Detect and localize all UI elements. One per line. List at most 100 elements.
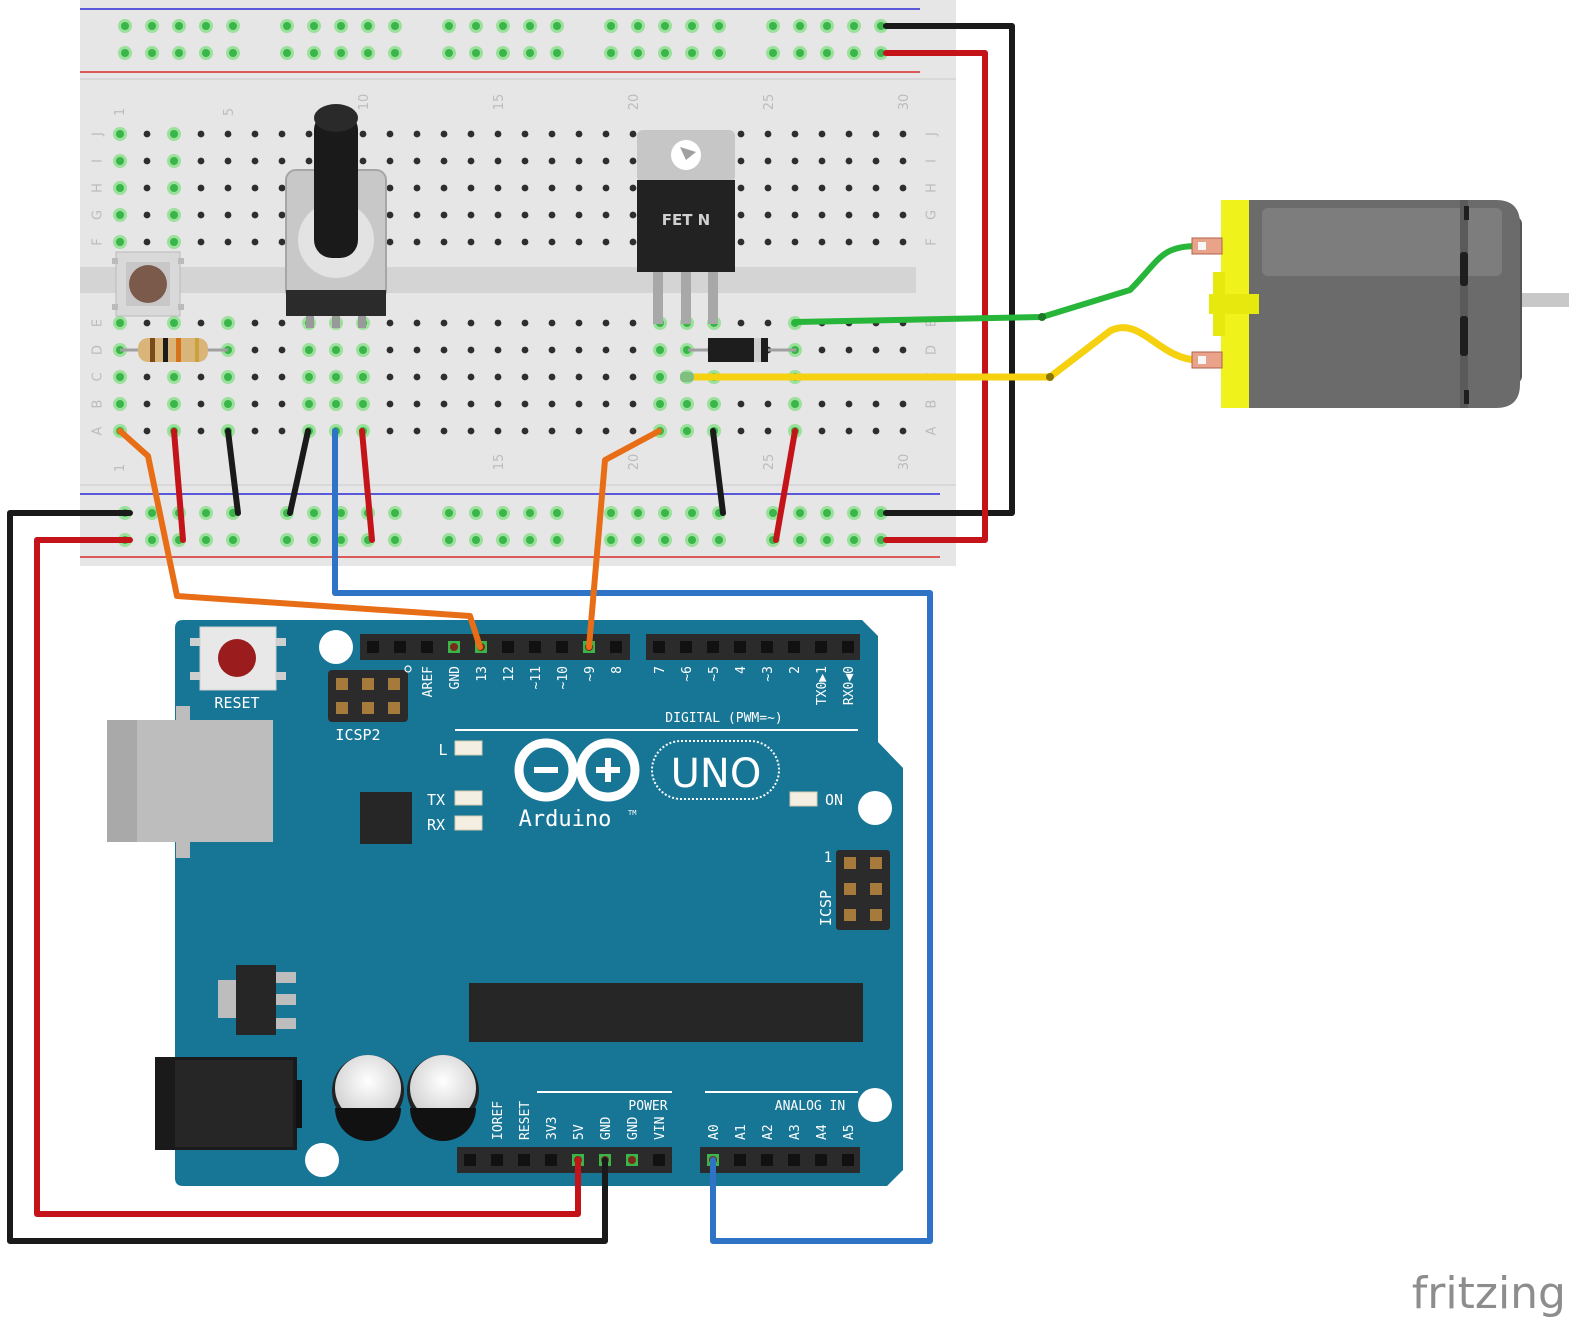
breadboard-hole[interactable] xyxy=(764,157,772,165)
rail-hole[interactable] xyxy=(175,49,183,57)
breadboard-hole[interactable] xyxy=(791,130,799,138)
rail-hole[interactable] xyxy=(391,509,399,517)
breadboard-hole[interactable] xyxy=(278,319,286,327)
breadboard-hole[interactable] xyxy=(575,373,583,381)
header-pin[interactable] xyxy=(421,641,433,653)
breadboard-hole[interactable] xyxy=(278,130,286,138)
rail-hole[interactable] xyxy=(661,49,669,57)
breadboard-hole[interactable] xyxy=(845,157,853,165)
breadboard-hole[interactable] xyxy=(332,373,340,381)
breadboard-hole[interactable] xyxy=(359,373,367,381)
breadboard-hole[interactable] xyxy=(413,157,421,165)
breadboard-hole[interactable] xyxy=(197,373,205,381)
breadboard-hole[interactable] xyxy=(467,211,475,219)
rail-hole[interactable] xyxy=(661,536,669,544)
breadboard-hole[interactable] xyxy=(278,346,286,354)
breadboard-hole[interactable] xyxy=(197,157,205,165)
rail-hole[interactable] xyxy=(553,22,561,30)
breadboard-hole[interactable] xyxy=(899,211,907,219)
rail-hole[interactable] xyxy=(634,22,642,30)
breadboard-hole[interactable] xyxy=(143,238,151,246)
rail-hole[interactable] xyxy=(121,22,129,30)
breadboard-hole[interactable] xyxy=(494,184,502,192)
breadboard-hole[interactable] xyxy=(197,400,205,408)
rail-hole[interactable] xyxy=(229,22,237,30)
rail-hole[interactable] xyxy=(472,22,480,30)
rail-hole[interactable] xyxy=(715,49,723,57)
breadboard-hole[interactable] xyxy=(251,400,259,408)
breadboard-hole[interactable] xyxy=(818,400,826,408)
potentiometer-knob[interactable] xyxy=(314,112,358,258)
breadboard-hole[interactable] xyxy=(251,157,259,165)
header-pin[interactable] xyxy=(653,1154,665,1166)
header-pin[interactable] xyxy=(502,641,514,653)
breadboard-hole[interactable] xyxy=(224,130,232,138)
breadboard-hole[interactable] xyxy=(791,184,799,192)
breadboard-hole[interactable] xyxy=(764,238,772,246)
header-pin[interactable] xyxy=(367,641,379,653)
breadboard-hole[interactable] xyxy=(575,130,583,138)
breadboard-hole[interactable] xyxy=(575,400,583,408)
header-pin[interactable] xyxy=(734,641,746,653)
rail-hole[interactable] xyxy=(634,49,642,57)
push-button[interactable] xyxy=(112,251,184,317)
breadboard-hole[interactable] xyxy=(197,211,205,219)
header-pin[interactable] xyxy=(556,641,568,653)
breadboard-hole[interactable] xyxy=(602,130,610,138)
rail-hole[interactable] xyxy=(175,22,183,30)
header-pin[interactable] xyxy=(518,1154,530,1166)
rail-hole[interactable] xyxy=(850,536,858,544)
breadboard-hole[interactable] xyxy=(791,157,799,165)
breadboard-hole[interactable] xyxy=(251,130,259,138)
breadboard-hole[interactable] xyxy=(872,130,880,138)
breadboard-hole[interactable] xyxy=(521,211,529,219)
header-pin[interactable] xyxy=(734,1154,746,1166)
header-pin[interactable] xyxy=(761,641,773,653)
breadboard-hole[interactable] xyxy=(818,238,826,246)
rail-hole[interactable] xyxy=(283,49,291,57)
breadboard-hole[interactable] xyxy=(575,346,583,354)
rail-hole[interactable] xyxy=(634,509,642,517)
breadboard-hole[interactable] xyxy=(467,319,475,327)
breadboard-hole[interactable] xyxy=(305,130,313,138)
header-pin[interactable] xyxy=(680,641,692,653)
breadboard-hole[interactable] xyxy=(602,184,610,192)
breadboard-hole[interactable] xyxy=(791,400,799,408)
breadboard-hole[interactable] xyxy=(818,346,826,354)
breadboard-hole[interactable] xyxy=(224,211,232,219)
rail-hole[interactable] xyxy=(391,536,399,544)
rail-hole[interactable] xyxy=(472,49,480,57)
breadboard-hole[interactable] xyxy=(278,373,286,381)
breadboard-hole[interactable] xyxy=(278,400,286,408)
breadboard-hole[interactable] xyxy=(116,157,124,165)
breadboard-hole[interactable] xyxy=(872,238,880,246)
breadboard-hole[interactable] xyxy=(278,157,286,165)
breadboard-hole[interactable] xyxy=(170,400,178,408)
breadboard-hole[interactable] xyxy=(386,184,394,192)
rail-hole[interactable] xyxy=(634,536,642,544)
breadboard-hole[interactable] xyxy=(116,319,124,327)
breadboard-hole[interactable] xyxy=(251,238,259,246)
breadboard-hole[interactable] xyxy=(143,400,151,408)
breadboard-hole[interactable] xyxy=(521,184,529,192)
breadboard-hole[interactable] xyxy=(386,157,394,165)
breadboard-hole[interactable] xyxy=(143,184,151,192)
breadboard-hole[interactable] xyxy=(440,130,448,138)
header-pin[interactable] xyxy=(653,641,665,653)
rail-hole[interactable] xyxy=(796,22,804,30)
breadboard-hole[interactable] xyxy=(737,319,745,327)
breadboard-hole[interactable] xyxy=(170,319,178,327)
breadboard-hole[interactable] xyxy=(872,184,880,192)
breadboard-hole[interactable] xyxy=(197,427,205,435)
rail-hole[interactable] xyxy=(445,536,453,544)
breadboard-hole[interactable] xyxy=(737,157,745,165)
breadboard-hole[interactable] xyxy=(575,319,583,327)
breadboard-hole[interactable] xyxy=(143,427,151,435)
rail-hole[interactable] xyxy=(202,536,210,544)
breadboard-hole[interactable] xyxy=(602,157,610,165)
breadboard-hole[interactable] xyxy=(845,211,853,219)
breadboard-hole[interactable] xyxy=(737,400,745,408)
breadboard-hole[interactable] xyxy=(386,238,394,246)
breadboard-hole[interactable] xyxy=(440,400,448,408)
breadboard-hole[interactable] xyxy=(737,211,745,219)
